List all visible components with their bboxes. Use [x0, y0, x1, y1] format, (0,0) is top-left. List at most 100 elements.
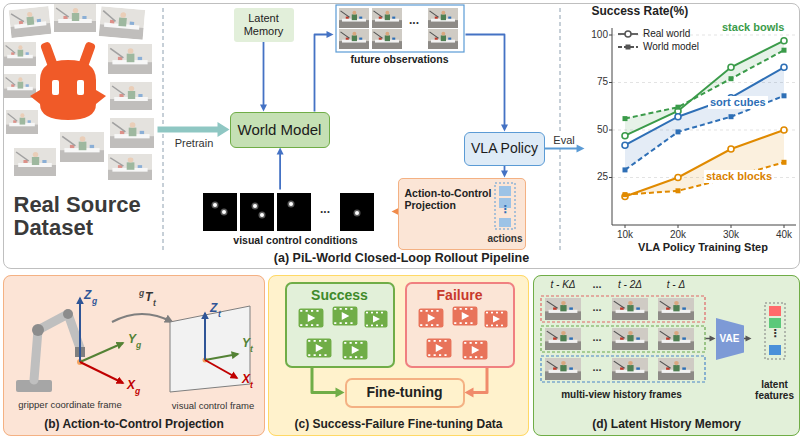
- node-text: Latent Memory: [234, 12, 294, 37]
- tick-label: 30k: [723, 229, 739, 241]
- connector-arrow: [277, 148, 284, 190]
- time-label: t - Δ: [667, 279, 685, 291]
- axis-symbol: X: [242, 373, 250, 387]
- axis-subscript: t: [250, 381, 253, 391]
- dataset-collage: [4, 4, 154, 180]
- image-group: visual control conditions: [200, 190, 392, 248]
- ellipsis: ...: [592, 361, 601, 374]
- arrowhead: [336, 388, 345, 398]
- axis-symbol: Z: [84, 289, 91, 303]
- ellipsis: ⋮: [500, 203, 511, 216]
- arrowhead: [218, 122, 230, 137]
- failure-box: Failure: [405, 282, 515, 368]
- edge-label: Pretrain: [175, 137, 214, 150]
- node-text: Success Rate(%): [592, 5, 689, 19]
- node-text: VAE: [720, 333, 740, 345]
- transform-superscript: g: [139, 289, 144, 299]
- callout-label: actions: [487, 233, 522, 245]
- connector-arrow: [501, 166, 508, 178]
- trapezoid-shape: [716, 318, 744, 360]
- series-label: sort cubes: [708, 96, 768, 109]
- legend-marker: [625, 31, 631, 37]
- connector-line: [312, 368, 337, 393]
- node-text: latent features: [752, 379, 798, 401]
- connector-arrow: [706, 336, 716, 342]
- ellipsis: ...: [409, 14, 419, 28]
- axis-subscript: t: [218, 310, 221, 320]
- tick-label: 75: [597, 76, 608, 88]
- tick-label: 40k: [776, 229, 792, 241]
- arrowhead: [501, 125, 508, 132]
- node-text: future observations: [350, 53, 448, 65]
- connector-arrow: [744, 336, 752, 342]
- node-text: visual control conditions: [233, 234, 357, 246]
- line-chart-plot: [609, 28, 796, 228]
- history-frames: [541, 296, 705, 382]
- series-label: stack bowls: [722, 21, 784, 34]
- action-tokens: [495, 183, 515, 229]
- process-box: Fine-tuning: [345, 378, 465, 408]
- ellipsis: ...: [320, 203, 330, 217]
- figure-panel: (b) Action-to-Control Projection: [3, 275, 265, 436]
- image-group: future observations: [334, 3, 466, 67]
- arrowhead: [746, 336, 752, 342]
- node-text: (a) PiL-World Closed-Loop Rollout Pipeli…: [274, 251, 529, 265]
- tick-label: 50: [597, 124, 608, 136]
- connector-line: [466, 35, 505, 126]
- video-icons: [299, 307, 508, 360]
- coordinate-axes: [80, 298, 172, 383]
- legend-text: Real world: [643, 28, 690, 40]
- node-text: (c) Success-Failure Fine-tuning Data: [294, 418, 502, 432]
- legend-item: Real world: [617, 28, 690, 40]
- legend-text: World model: [643, 41, 699, 53]
- connector-line: [158, 127, 219, 133]
- connector-arrow: [465, 368, 488, 398]
- arrowhead: [501, 171, 508, 178]
- node-text: (b) Action-to-Control Projection: [44, 418, 224, 432]
- connector-line: [545, 148, 578, 150]
- ellipsis: ...: [592, 301, 601, 314]
- tick-label: 100: [591, 29, 608, 41]
- axis-symbol: X: [127, 379, 135, 393]
- arrowhead: [327, 31, 334, 38]
- legend-sample: [617, 42, 639, 52]
- transform-symbol: T: [145, 291, 152, 305]
- encoder-trapezoid: VAE: [716, 318, 744, 360]
- connector-line: [279, 154, 281, 190]
- connector-arrow: [466, 35, 509, 132]
- axis-subscript: t: [250, 345, 253, 355]
- ellipsis: ⋮: [770, 327, 781, 340]
- arrowhead: [260, 105, 267, 112]
- ellipsis: ...: [592, 278, 601, 291]
- tick-label: 25: [597, 171, 608, 183]
- memory-box: Latent Memory: [234, 8, 294, 42]
- axis-subscript: g: [92, 297, 97, 307]
- edge-label: Eval: [551, 134, 576, 147]
- legend-marker: [626, 44, 631, 49]
- robot-arm: [16, 309, 85, 392]
- image-plane: [170, 306, 250, 392]
- arrowhead: [277, 148, 284, 155]
- tick-label: 20k: [670, 229, 686, 241]
- connector-arrow: [158, 122, 230, 137]
- node-text: Fine-tuning: [366, 384, 442, 400]
- axis-subscript: g: [135, 387, 140, 397]
- success-box: Success: [285, 282, 395, 368]
- figure-panel: (c) Success-Failure Fine-tuning Data Succ…: [268, 275, 529, 436]
- policy-box: VLA Policy: [464, 132, 545, 166]
- axis-title: VLA Policy Training Step: [638, 241, 768, 254]
- frame-caption: gripper coordinate frame: [18, 400, 122, 411]
- latent-tokens: [765, 303, 785, 359]
- connector-line: [263, 42, 265, 106]
- node-text: World Model: [238, 121, 322, 138]
- transform-subscript: t: [153, 299, 156, 309]
- node-text: Action-to-Control Projection: [405, 187, 493, 211]
- axis-symbol: Y: [128, 333, 136, 347]
- time-label: t - 2Δ: [618, 279, 642, 291]
- time-label: t - KΔ: [550, 279, 575, 291]
- arrowhead: [710, 336, 716, 342]
- node-text: Failure: [437, 287, 483, 303]
- node-text: Success: [311, 287, 368, 303]
